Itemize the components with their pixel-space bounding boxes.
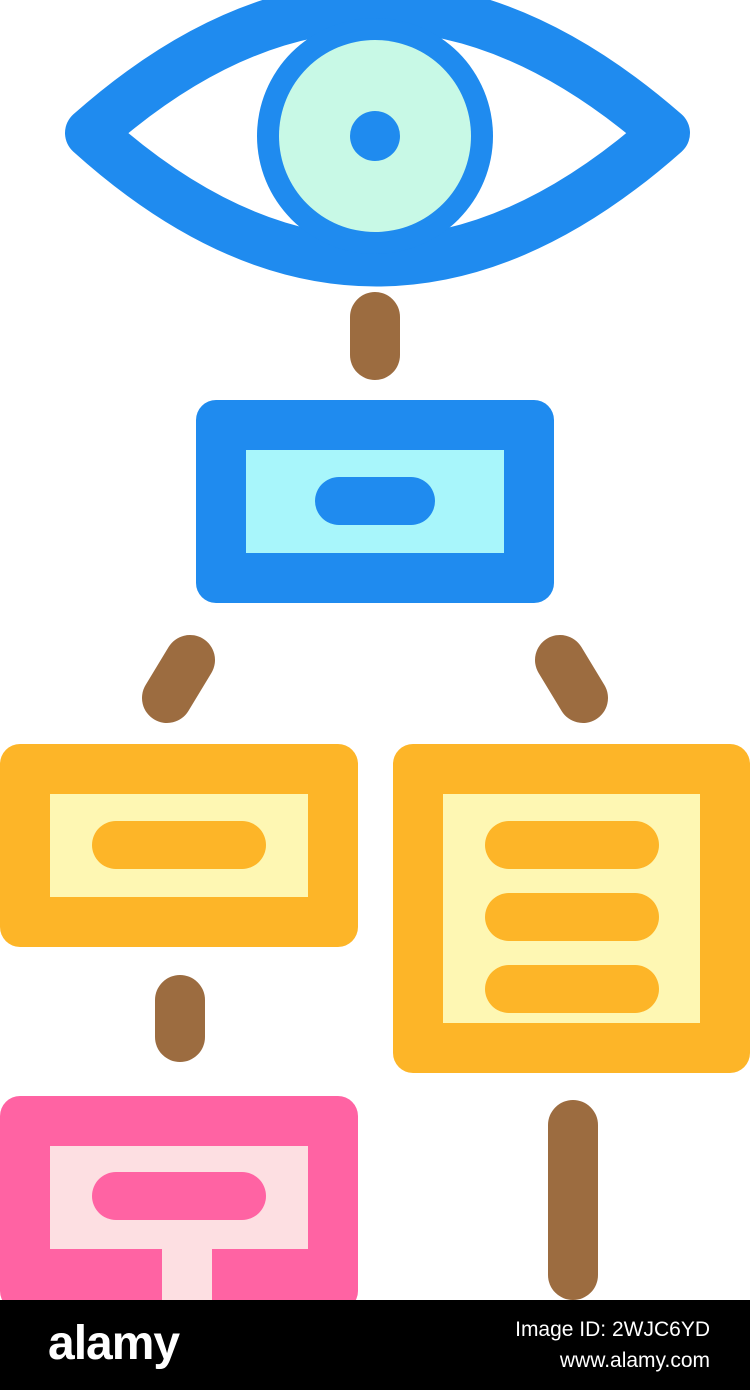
image-id: Image ID: 2WJC6YD [515,1318,710,1341]
bottom-box [0,1096,358,1300]
bottom-box-bar [92,1172,266,1220]
right-box-bar-1 [485,821,659,869]
brand-logo: alamy [48,1317,180,1370]
right-box-bar-2 [485,893,659,941]
left-box-bar [92,821,266,869]
decision-tree-illustration [0,0,750,1300]
connectors [142,292,608,1300]
connector-root-to-left [142,635,215,723]
eye-pupil [350,111,400,161]
left-box [0,744,358,947]
right-list-box [393,744,750,1073]
connector-root-to-right [535,635,608,723]
root-box-bar [315,477,435,525]
watermark-footer: alamy Image ID: 2WJC6YD www.alamy.com [0,1300,750,1390]
right-box-bar-3 [485,965,659,1013]
image-meta: Image ID: 2WJC6YD www.alamy.com [515,1314,710,1376]
eye-icon [65,0,690,287]
root-box [196,400,554,603]
bottom-box-notch [162,1240,212,1300]
site-url: www.alamy.com [559,1349,710,1372]
